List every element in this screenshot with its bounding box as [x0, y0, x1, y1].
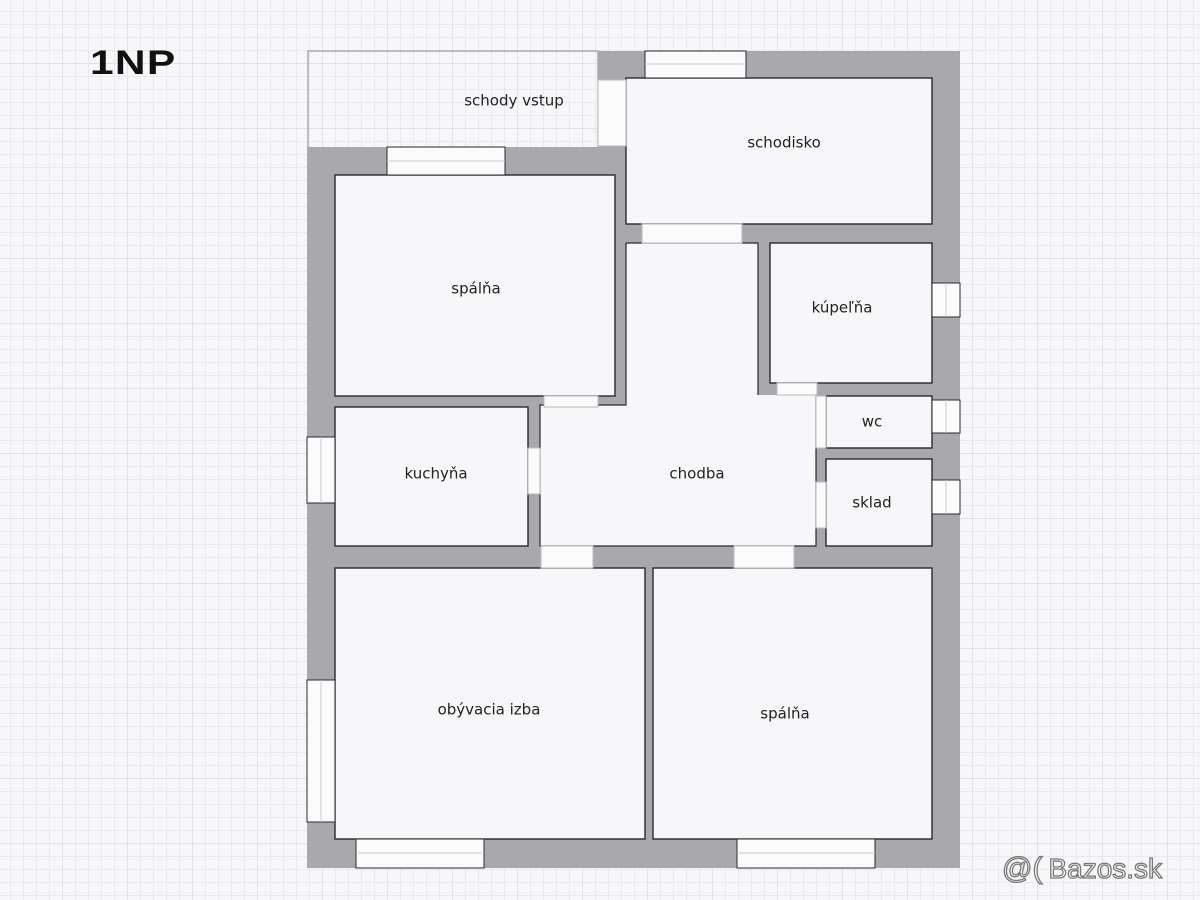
room-wc [825, 395, 933, 449]
label-wc: wc [862, 413, 883, 431]
door-living [540, 545, 594, 569]
room-living [334, 567, 646, 840]
watermark: @( Bazos.sk [1001, 851, 1163, 886]
door-bathroom [776, 382, 818, 396]
room-bedroom-1 [334, 174, 616, 397]
label-staircase: schodisko [747, 134, 821, 152]
rooms [334, 77, 933, 840]
door-storage [815, 481, 827, 529]
door-kitchen [527, 447, 541, 495]
watermark-symbol: @( [1001, 851, 1043, 885]
label-hallway: chodba [669, 465, 724, 483]
floor-title: 1NP [90, 44, 177, 82]
label-storage: sklad [852, 494, 891, 512]
door-wc [815, 395, 827, 449]
room-kitchen [334, 406, 529, 547]
label-living-room: obývacia izba [438, 701, 541, 719]
label-kitchen: kuchyňa [404, 465, 467, 483]
label-bedroom-1: spálňa [451, 280, 500, 298]
room-bathroom [769, 242, 933, 384]
label-bedroom-2: spálňa [760, 705, 809, 723]
window-panes [320, 63, 947, 854]
doors [527, 79, 827, 569]
watermark-text: Bazos.sk [1048, 852, 1163, 884]
door-bedroom-1 [543, 395, 599, 408]
room-hallway [540, 243, 816, 546]
door-staircase [641, 223, 743, 244]
room-storage [825, 458, 933, 547]
label-bathroom: kúpeľňa [812, 299, 873, 317]
label-entrance-stairs: schody vstup [464, 92, 564, 110]
door-bedroom-2 [733, 545, 795, 569]
room-staircase [625, 77, 933, 225]
room-bedroom-2 [652, 567, 933, 840]
door-entrance [597, 79, 627, 147]
